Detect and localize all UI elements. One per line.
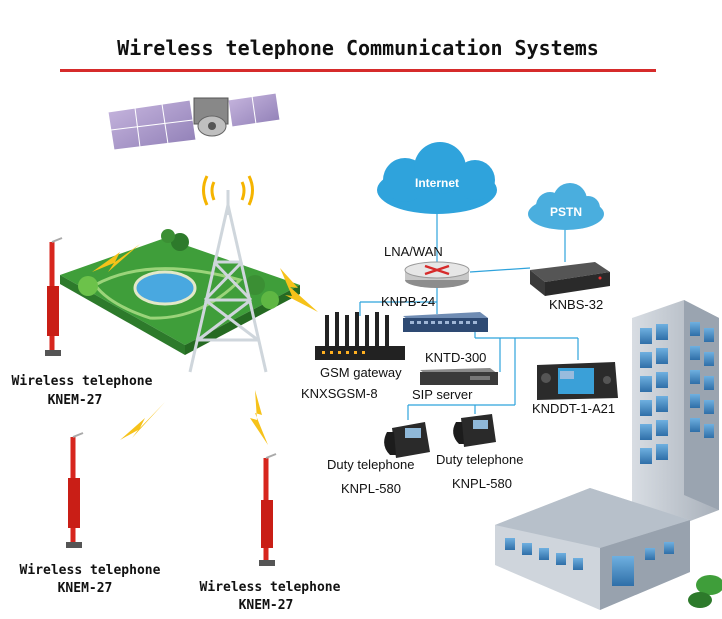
emergency-pole-icon [45, 237, 63, 356]
knbs-device-icon [530, 262, 610, 296]
router-icon [404, 261, 470, 288]
tower-icon [188, 175, 268, 373]
pstn-label: PSTN [550, 205, 582, 219]
ip-phone-icon [384, 422, 430, 458]
phone-label-1: Duty telephone [327, 457, 414, 472]
wireless-label-1: Wireless telephone [12, 374, 153, 389]
gsm-label-line1: GSM gateway [320, 365, 402, 380]
switch-icon [403, 312, 488, 332]
phone-model-2: KNPL-580 [452, 476, 512, 491]
knddt-label: KNDDT-1-A21 [532, 401, 615, 416]
knpb-label: KNPB-24 [381, 294, 435, 309]
wireless-model-2: KNEM-27 [58, 581, 113, 596]
wireless-model-3: KNEM-27 [239, 598, 294, 613]
gsm-label-line2: KNXSGSM-8 [301, 386, 378, 401]
building-icon [495, 488, 722, 610]
dispatch-console-icon [537, 362, 618, 400]
lightning-icon [92, 244, 318, 445]
building-icon [632, 300, 719, 528]
satellite-icon [107, 92, 281, 151]
emergency-pole-icon [66, 432, 84, 548]
title-underline [60, 69, 656, 72]
knbs-label: KNBS-32 [549, 297, 603, 312]
internet-label: Internet [415, 176, 459, 190]
wireless-label-2: Wireless telephone [20, 563, 161, 578]
wireless-model-1: KNEM-27 [48, 393, 103, 408]
park-icon [60, 229, 300, 355]
phone-model-1: KNPL-580 [341, 481, 401, 496]
phone-label-2: Duty telephone [436, 452, 523, 467]
page-title: Wireless telephone Communication Systems [117, 36, 599, 60]
wireless-label-3: Wireless telephone [200, 580, 341, 595]
sip-server-icon [420, 368, 498, 385]
lna-wan-label: LNA/WAN [384, 244, 443, 259]
sip-label: SIP server [412, 387, 473, 402]
emergency-pole-icon [259, 453, 277, 566]
gsm-gateway-icon [315, 312, 405, 360]
ip-phone-icon [453, 414, 496, 447]
internet-cloud-icon [377, 142, 497, 214]
network-links [359, 210, 579, 420]
kntd-label: KNTD-300 [425, 350, 486, 365]
pstn-cloud-icon [528, 183, 604, 230]
